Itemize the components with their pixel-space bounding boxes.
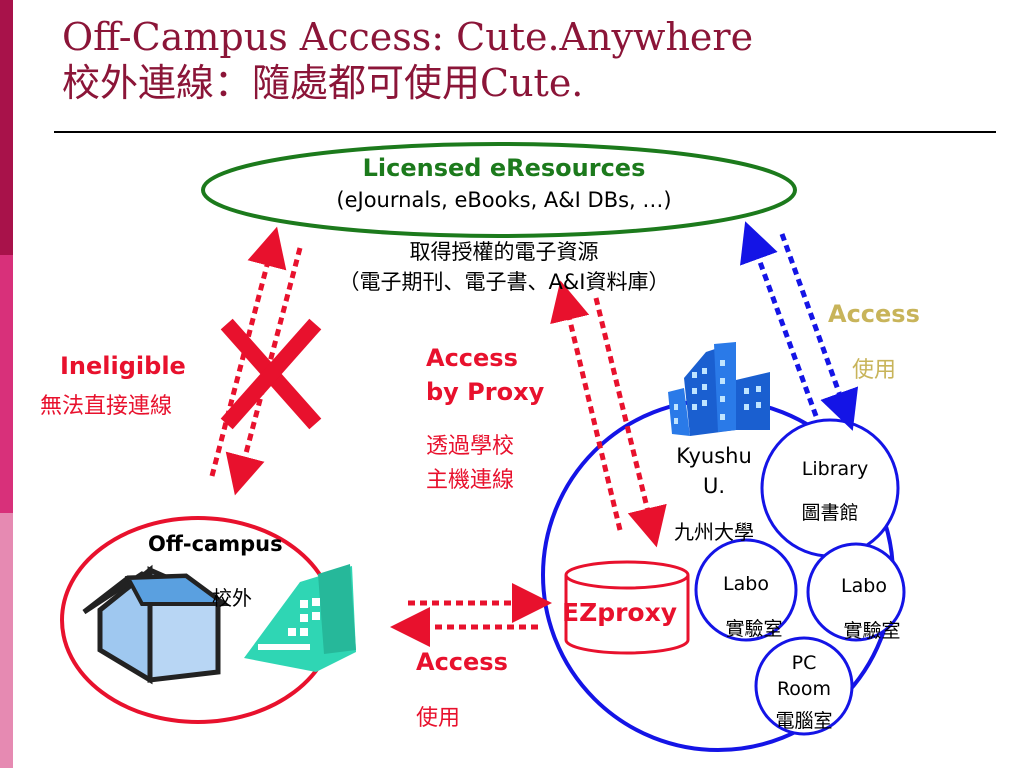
ineligible-arrow-up (209, 226, 287, 477)
library-label: Library (801, 458, 869, 480)
ineligible-chinese-label: 無法直接連線 (40, 394, 173, 419)
title-line-english: Off-Campus Access: Cute.Anywhere (62, 15, 754, 59)
campus-access-label: Access (828, 300, 920, 328)
ezproxy-server-icon (564, 560, 690, 655)
proxy-arrow-down (593, 297, 667, 548)
bottom-access-label: Access (416, 648, 508, 676)
office-building-icon (244, 564, 356, 672)
proxy-access-label-line1: Access (426, 344, 518, 372)
library-circle (760, 418, 900, 558)
blocked-x-icon (220, 318, 322, 430)
ineligible-arrow-down (225, 247, 303, 496)
university-building-icon (668, 342, 770, 436)
labo-circle-2 (806, 542, 906, 642)
house-icon (82, 564, 231, 685)
proxy-access-label-line2: by Proxy (426, 378, 545, 406)
ezproxy-label: EZproxy (562, 598, 678, 627)
eresources-chinese-title: 取得授權的電子資源 (409, 240, 599, 264)
eresources-title: Licensed eResources (362, 154, 646, 182)
pcroom-circle (754, 636, 854, 736)
campus-access-chinese-label: 使用 (852, 358, 897, 383)
labo1-chinese-label: 實驗室 (725, 618, 783, 640)
slide-title: Off-Campus Access: Cute.Anywhere 校外連線：隨處… (62, 14, 753, 106)
bottom-access-chinese-label: 使用 (416, 706, 461, 731)
proxy-arrow-up (550, 280, 623, 531)
labo2-chinese-label: 實驗室 (843, 620, 901, 642)
eresources-ellipse (201, 142, 797, 238)
eresources-subtitle: (eJournals, eBooks, A&I DBs, …) (336, 188, 672, 212)
offcampus-label: Off-campus (148, 532, 283, 556)
ineligible-label: Ineligible (60, 352, 186, 380)
pcroom-chinese-label: 電腦室 (775, 710, 833, 732)
labo-circle-1 (694, 538, 798, 642)
kyushu-chinese-label: 九州大學 (674, 520, 754, 544)
library-chinese-label: 圖書館 (801, 502, 859, 524)
sidebar-stripe-bottom (0, 513, 13, 768)
proxy-access-chinese-line2: 主機連線 (426, 468, 515, 493)
sidebar-stripe-middle (0, 255, 13, 513)
offcampus-chinese-label: 校外 (212, 586, 252, 610)
pcroom-label-line1: PC (791, 652, 817, 674)
campus-arrow-down (779, 233, 859, 431)
pcroom-label-line2: Room (776, 678, 832, 700)
title-line-chinese: 校外連線：隨處都可使用Cute. (62, 61, 584, 105)
labo2-label: Labo (841, 575, 887, 597)
title-divider (54, 131, 996, 133)
campus-arrow-up (740, 221, 819, 417)
kyushu-label-line2: U. (702, 474, 726, 498)
eresources-chinese-subtitle: （電子期刊、電子書、A&I資料庫） (338, 270, 670, 294)
labo1-label: Labo (723, 573, 769, 595)
sidebar-stripe-top (0, 0, 13, 255)
proxy-access-chinese-line1: 透過學校 (426, 434, 515, 459)
kyushu-label-line1: Kyushu (676, 444, 752, 468)
